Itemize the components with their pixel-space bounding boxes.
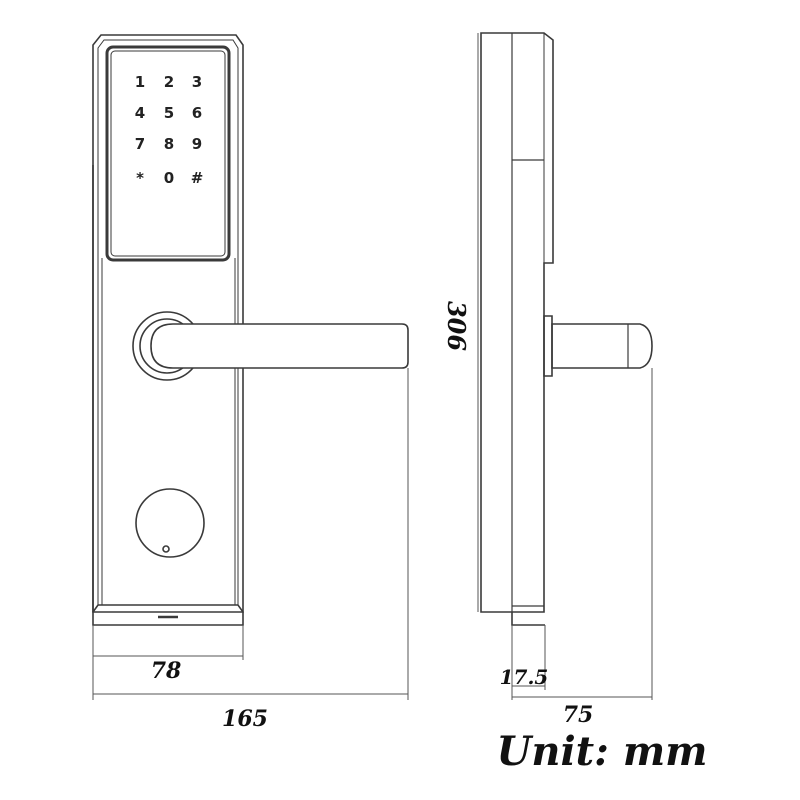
key-9[interactable]: 9	[192, 135, 202, 153]
keypad-screen-inner	[110, 50, 226, 257]
key-5[interactable]: 5	[164, 104, 174, 122]
side-view	[480, 32, 653, 626]
front-view	[92, 34, 409, 626]
key-8[interactable]: 8	[164, 135, 174, 153]
dim-306-label: 306	[442, 301, 471, 351]
key-3[interactable]: 3	[192, 73, 202, 91]
dim-75-label: 75	[563, 702, 594, 728]
dim-17-label: 17.5	[500, 665, 549, 689]
key-hash[interactable]: #	[191, 169, 204, 187]
keypad-screen	[105, 45, 231, 262]
key-7[interactable]: 7	[135, 135, 145, 153]
lever-handle	[150, 323, 409, 369]
key-star[interactable]: *	[136, 169, 144, 187]
keypad-keys: 1 2 3 4 5 6 7 8 9 * 0 #	[135, 73, 204, 187]
side-body	[480, 32, 554, 613]
side-lever	[551, 323, 653, 369]
key-4[interactable]: 4	[135, 104, 145, 122]
dim-78-label: 78	[151, 658, 182, 684]
key-1[interactable]: 1	[135, 73, 145, 91]
dim-165-label: 165	[222, 706, 268, 732]
side-base	[511, 612, 545, 626]
unit-label: Unit: mm	[497, 728, 708, 775]
key-cylinder-pin	[162, 545, 170, 553]
dimension-lines	[92, 33, 653, 700]
key-2[interactable]: 2	[164, 73, 174, 91]
front-plate-inner	[97, 39, 239, 606]
side-rosette	[543, 315, 553, 377]
key-0[interactable]: 0	[164, 169, 174, 187]
key-6[interactable]: 6	[192, 104, 202, 122]
key-cylinder	[135, 488, 205, 558]
front-base	[92, 604, 244, 626]
